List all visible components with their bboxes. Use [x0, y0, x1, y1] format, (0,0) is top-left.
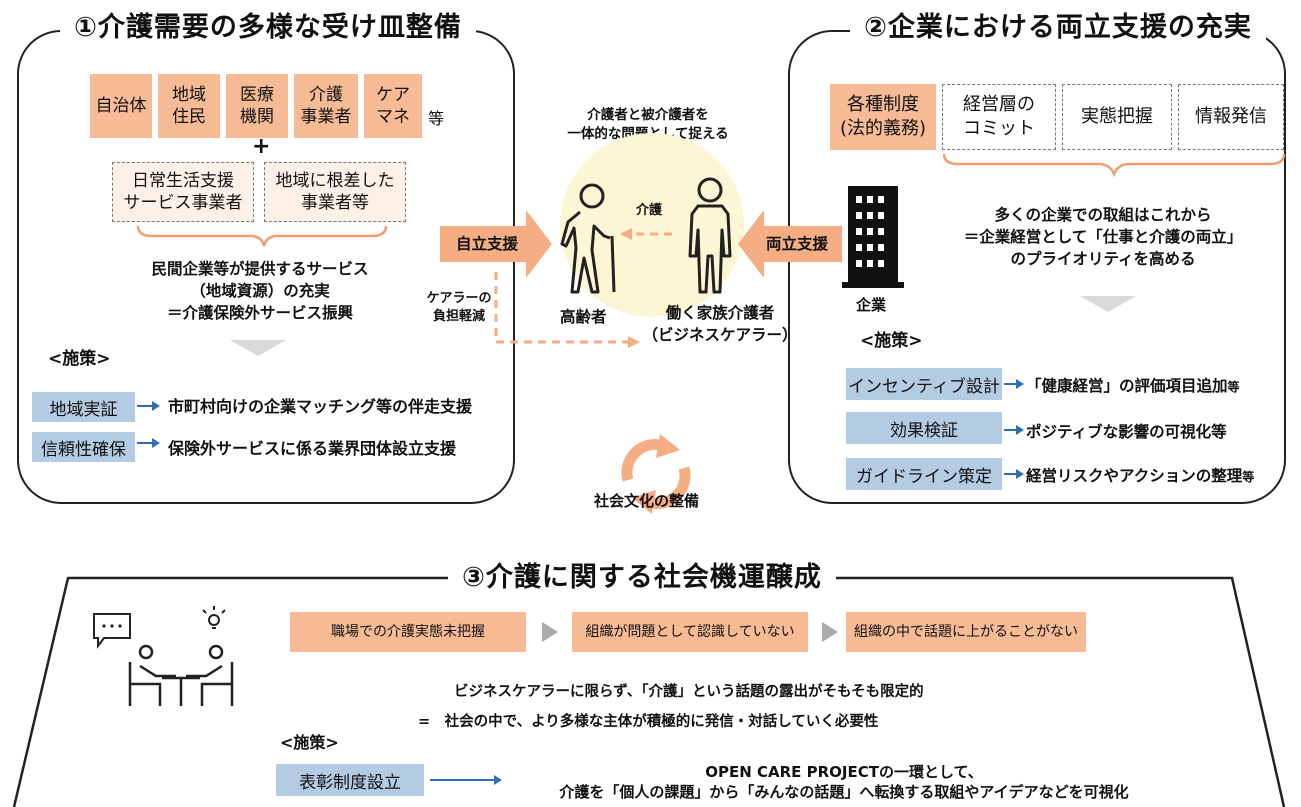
- section3-measures-heading: <施策>: [280, 733, 339, 752]
- section3-line1: ビジネスケアラーに限らず、「介護」という話題の露出がそもそも限定的: [454, 684, 924, 700]
- measure-text-main: 「健康経営」の評価項目追加: [1026, 377, 1228, 395]
- elderly-person-icon: [560, 183, 616, 294]
- section1-measures-heading: <施策>: [48, 349, 111, 369]
- section3-title: ③介護に関する社会機運醸成: [448, 560, 836, 596]
- measure-text-suffix: 等: [1242, 470, 1255, 484]
- company-box: 経営層の コミット: [942, 84, 1056, 150]
- section2-measures-heading: <施策>: [860, 331, 923, 351]
- section3-measure-text: OPEN CARE PROJECTの一環として、 介護を「個人の課題」から「みん…: [559, 763, 1129, 801]
- building-icon: [842, 186, 904, 288]
- left-arrow-label: 自立支援: [456, 235, 519, 253]
- provider-box: 日常生活支援 サービス事業者: [112, 162, 254, 222]
- right-big-arrow: [738, 210, 842, 278]
- culture-label: 社会文化の整備: [594, 492, 700, 510]
- care-label: 介護: [636, 203, 663, 218]
- brace-1: [136, 225, 388, 247]
- cycle-icon: [621, 434, 691, 514]
- burden-label: ケアラーの 負担軽減: [426, 291, 492, 324]
- stakeholder-box: ケア マネ: [364, 74, 422, 138]
- flow-box: 組織が問題として認識していない: [572, 612, 808, 652]
- company-box: 実態把握: [1062, 84, 1172, 150]
- company-label: 企業: [856, 296, 887, 314]
- measure-label: ガイドライン策定: [846, 458, 1002, 490]
- care-circle: [560, 133, 744, 317]
- measure-label: 信頼性確保: [32, 432, 135, 462]
- people-at-table-icon: [128, 644, 234, 706]
- section2-title: ②企業における両立支援の充実: [850, 10, 1266, 46]
- plus-sign: +: [252, 134, 271, 159]
- etc-label: 等: [428, 109, 445, 128]
- flow-arrow-icon: [822, 622, 838, 642]
- elderly-label: 高齢者: [560, 308, 607, 326]
- stakeholder-box: 介護 事業者: [294, 74, 358, 138]
- arrow-right-icon: [1004, 379, 1024, 389]
- carer-person-icon: [688, 177, 732, 294]
- measure-text: 市町村向けの企業マッチング等の伴走支援: [168, 397, 473, 416]
- measure-text-suffix: 等: [1227, 380, 1240, 394]
- measure-label: インセンティブ設計: [846, 368, 1002, 400]
- measure-text: 「健康経営」の評価項目追加等: [1026, 374, 1240, 396]
- provider-box: 地域に根差した 事業者等: [264, 162, 406, 222]
- meeting-icon: [93, 606, 234, 706]
- arrow-right-icon: [430, 775, 502, 785]
- measure-text: 経営リスクやアクションの整理等: [1026, 464, 1254, 486]
- stakeholder-box: 医療 機関: [226, 74, 288, 138]
- measure-text-main: 経営リスクやアクションの整理: [1026, 467, 1243, 485]
- measure-label: 表彰制度設立: [276, 764, 424, 796]
- down-triangle: [230, 340, 286, 356]
- flow-arrow-icon: [542, 622, 558, 642]
- measure-label: 効果検証: [846, 412, 1002, 444]
- company-box: 情報発信: [1178, 84, 1284, 150]
- left-big-arrow: [440, 210, 552, 278]
- down-triangle: [1080, 296, 1136, 312]
- measure-text: 保険外サービスに係る業界団体設立支援: [168, 439, 457, 458]
- stakeholder-box: 地域 住民: [158, 74, 220, 138]
- flow-box: 職場での介護実態未把握: [290, 612, 526, 652]
- measure-text: ポジティブな影響の可視化等: [1026, 420, 1227, 442]
- arrow-right-icon: [137, 401, 160, 411]
- system-box: 各種制度 (法的義務): [830, 84, 936, 150]
- measure-label: 地域実証: [32, 392, 135, 422]
- section3-line2: = 社会の中で、より多様な主体が積極的に発信・対話していく必要性: [418, 714, 879, 730]
- arrow-right-icon: [137, 438, 160, 448]
- carer-label: 働く家族介護者 （ビジネスケアラー）: [642, 304, 798, 344]
- brace-2: [942, 153, 1286, 178]
- section1-title: ①介護需要の多様な受け皿整備: [60, 10, 476, 46]
- arrow-right-icon: [1004, 469, 1024, 479]
- arrow-right-icon: [1004, 425, 1024, 435]
- speech-bubble-icon: [93, 613, 131, 649]
- stakeholder-box: 自治体: [90, 74, 152, 138]
- measure-text-main: ポジティブな影響の可視化等: [1026, 423, 1227, 441]
- flow-box: 組織の中で話題に上がることがない: [846, 612, 1086, 652]
- right-arrow-label: 両立支援: [766, 235, 829, 253]
- section1-summary: 民間企業等が提供するサービス （地域資源）の充実 ＝介護保険外サービス振興: [151, 260, 369, 322]
- section2-summary: 多くの企業での取組はこれから ＝企業経営として「仕事と介護の両立」 のプライオリ…: [963, 206, 1243, 268]
- burden-arrow: [494, 272, 640, 348]
- lightbulb-icon: [202, 606, 226, 629]
